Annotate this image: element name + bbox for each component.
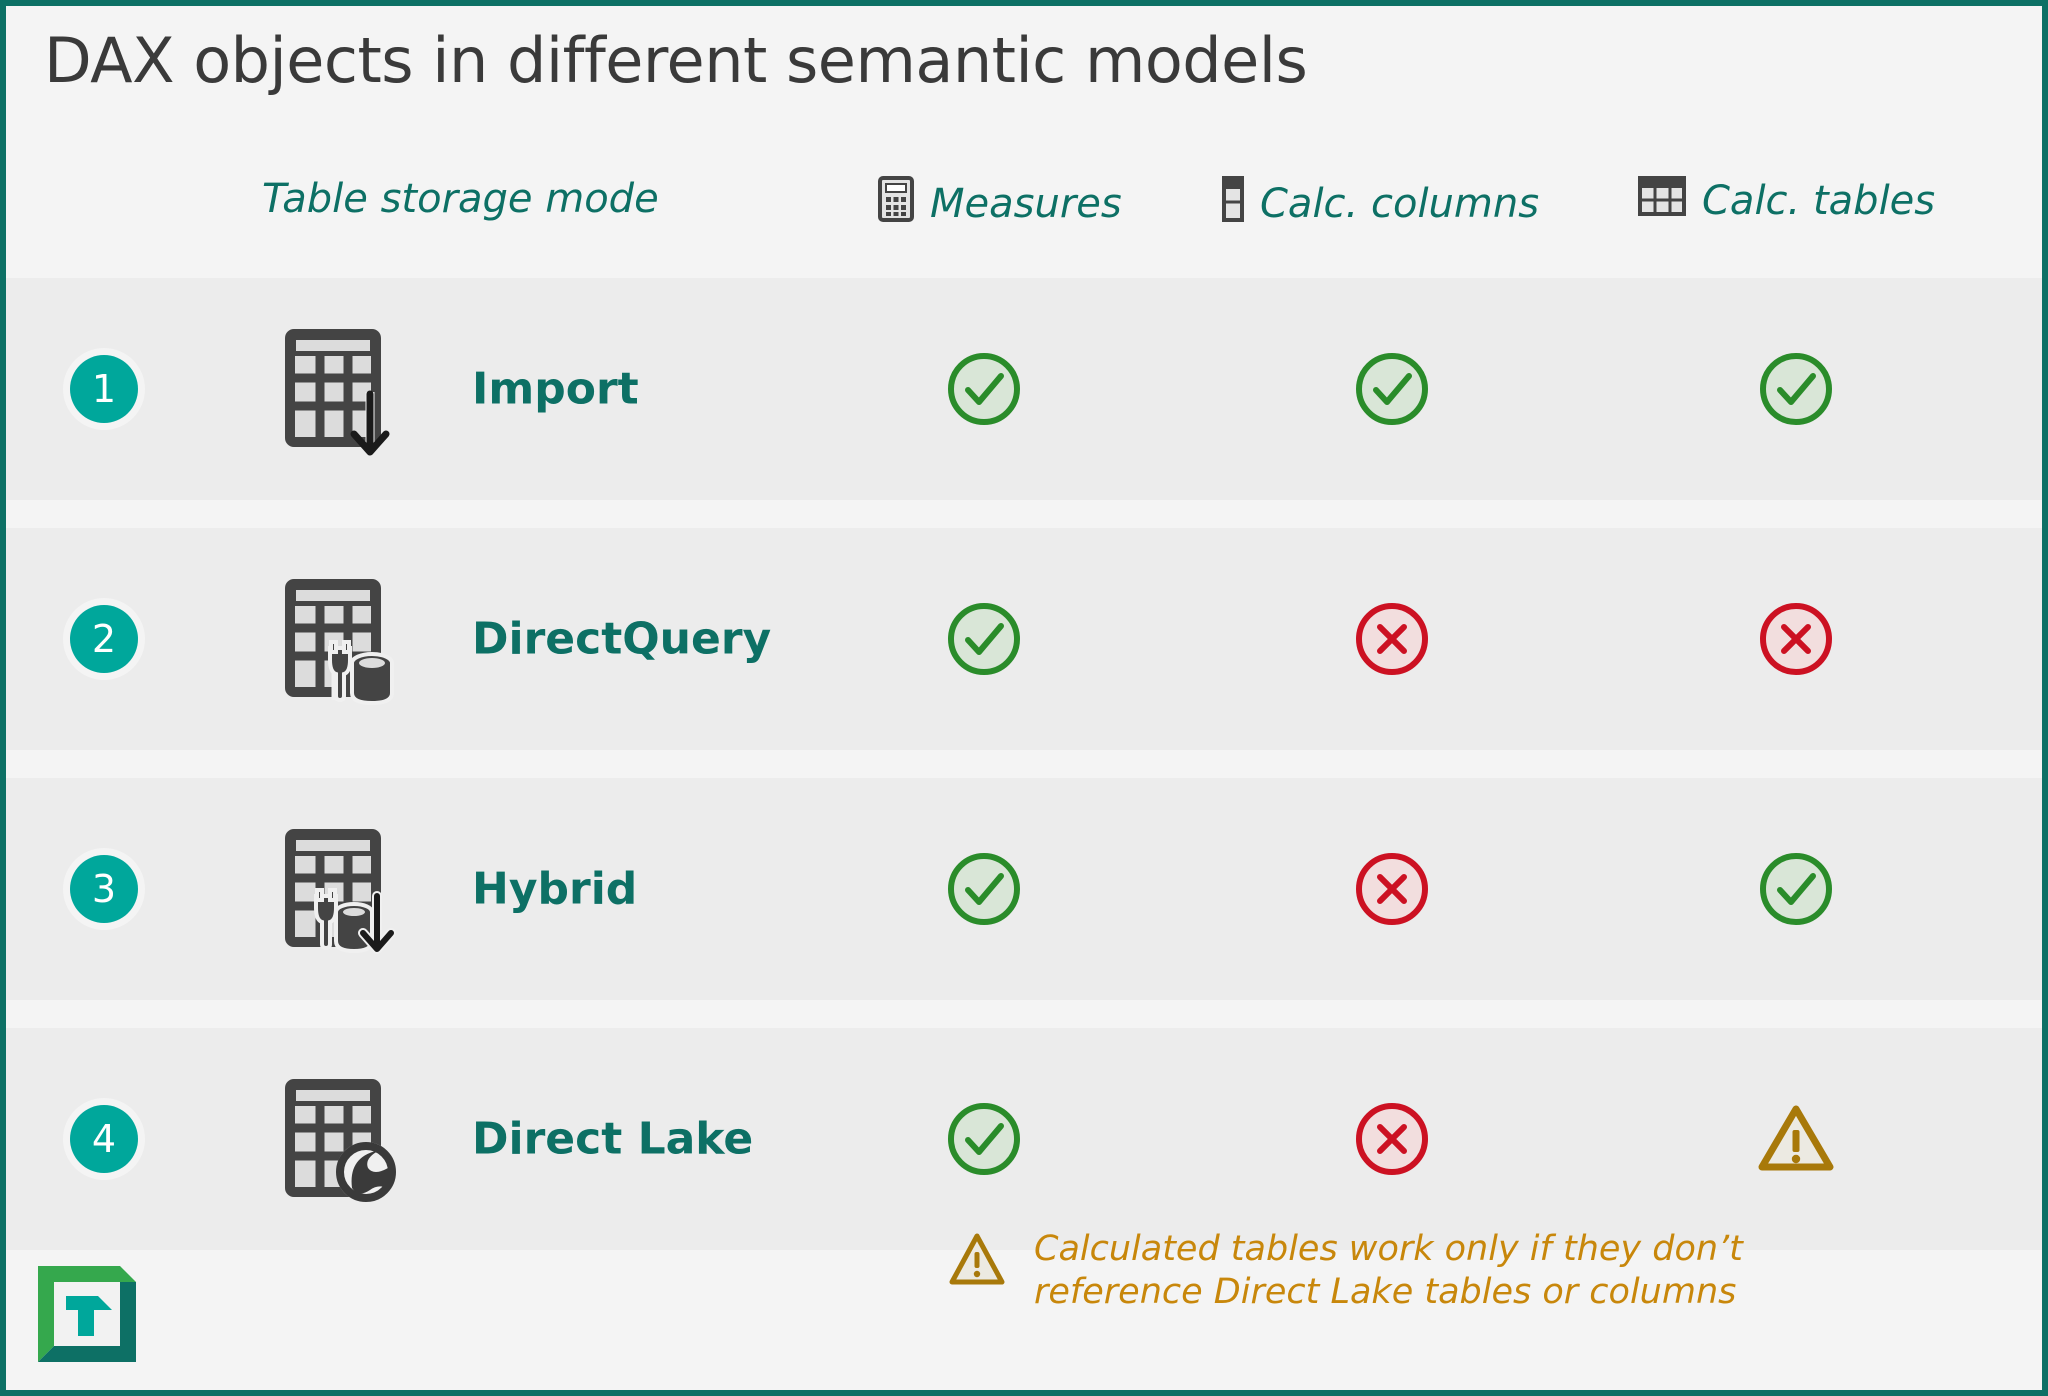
status-calc-tables xyxy=(1754,597,1838,681)
storage-mode-label: DirectQuery xyxy=(472,613,772,665)
calculator-icon xyxy=(878,176,914,232)
column-header-storage-mode: Table storage mode xyxy=(262,176,659,222)
column-header-calc-columns: Calc. columns xyxy=(1222,176,1539,232)
status-calc-columns xyxy=(1350,347,1434,431)
status-measures xyxy=(942,847,1026,931)
column-header-measures: Measures xyxy=(878,176,1122,232)
tabular-editor-logo xyxy=(32,1250,150,1368)
row-number-badge: 4 xyxy=(70,1105,138,1173)
table-directlake-icon xyxy=(274,1064,424,1214)
status-calc-columns xyxy=(1350,597,1434,681)
status-calc-columns xyxy=(1350,847,1434,931)
table-row: 1 Import xyxy=(6,278,2042,500)
column-header-row: Table storage mode Measures xyxy=(6,156,2042,266)
table-row: 4 Direct Lake xyxy=(6,1028,2042,1250)
status-calc-tables xyxy=(1754,347,1838,431)
status-calc-tables-warning xyxy=(1754,1097,1838,1181)
status-calc-tables xyxy=(1754,847,1838,931)
storage-mode-label: Hybrid xyxy=(472,863,638,915)
storage-mode-label: Direct Lake xyxy=(472,1113,754,1165)
column-header-storage-mode-label: Table storage mode xyxy=(262,176,659,222)
footnote-text: Calculated tables work only if they don’… xyxy=(1034,1229,1743,1312)
column-header-calc-tables-label: Calc. tables xyxy=(1702,178,1936,224)
storage-mode-label: Import xyxy=(472,363,639,415)
row-number-badge: 3 xyxy=(70,855,138,923)
row-number-badge: 1 xyxy=(70,355,138,423)
table-row: 2 xyxy=(6,528,2042,750)
column-header-calc-columns-label: Calc. columns xyxy=(1260,181,1540,227)
column-header-measures-label: Measures xyxy=(930,181,1122,227)
table-row: 3 xyxy=(6,778,2042,1000)
table-grid-icon xyxy=(1638,176,1686,226)
status-measures xyxy=(942,1097,1026,1181)
row-number-badge: 2 xyxy=(70,605,138,673)
status-measures xyxy=(942,597,1026,681)
column-icon xyxy=(1222,176,1244,232)
table-import-icon xyxy=(274,314,424,464)
page-title: DAX objects in different semantic models xyxy=(44,24,1308,97)
table-directquery-icon xyxy=(274,564,424,714)
status-measures xyxy=(942,347,1026,431)
status-calc-columns xyxy=(1350,1097,1434,1181)
column-header-calc-tables: Calc. tables xyxy=(1638,176,1935,226)
warning-triangle-icon xyxy=(946,1228,1008,1294)
footnote: Calculated tables work only if they don’… xyxy=(946,1228,1743,1313)
table-hybrid-icon xyxy=(274,814,424,964)
